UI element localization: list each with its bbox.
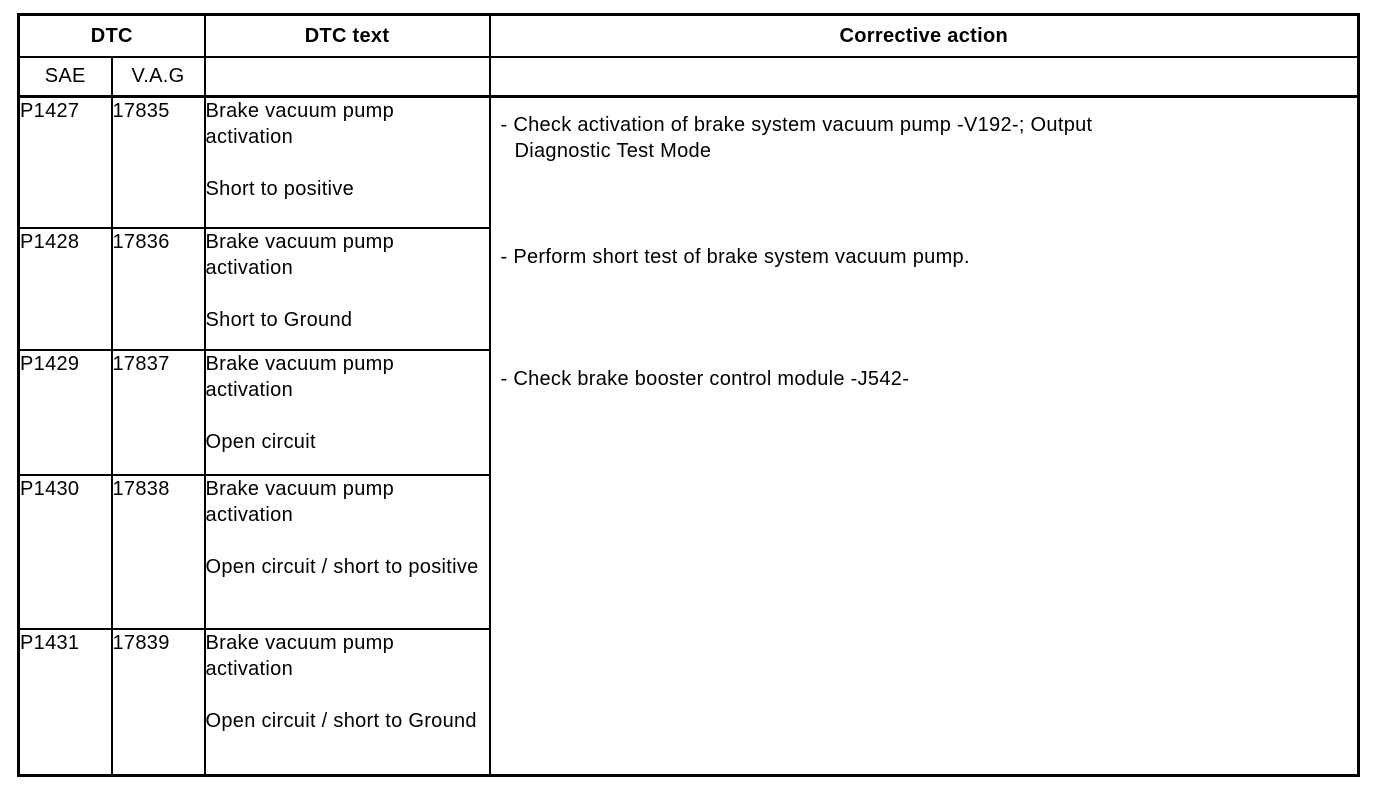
header-dtc-text: DTC text	[203, 13, 491, 58]
subheader-empty-dtc-text	[203, 55, 491, 98]
corrective-action-item: - Perform short test of brake system vac…	[500, 246, 970, 268]
dtc-text-cell: Brake vacuum pump activation Open circui…	[203, 627, 491, 777]
corrective-action-cell: - Check activation of brake system vacuu…	[488, 95, 1360, 777]
table-row: P1427 17835 Brake vacuum pump activation…	[17, 95, 1360, 777]
subheader-vag: V.A.G	[110, 55, 206, 98]
fault-text: Brake vacuum pump activation	[205, 100, 395, 148]
vag-code-cell: 17839	[110, 627, 206, 777]
dtc-text-cell: Brake vacuum pump activation Short to Gr…	[203, 226, 491, 351]
table-row: P1430 17838 Brake vacuum pump activation…	[17, 473, 1359, 630]
fault-text: Brake vacuum pump activation	[205, 477, 395, 526]
fault-text: Brake vacuum pump activation	[205, 352, 395, 401]
corrective-action-item: - Check brake booster control module -J5…	[500, 368, 910, 390]
table-row: P1428 17836 Brake vacuum pump activation…	[17, 226, 1359, 351]
vag-code-cell: 17838	[110, 473, 206, 630]
qualifier-text: Short to Ground	[205, 308, 353, 331]
fault-text: Brake vacuum pump activation	[205, 631, 395, 680]
qualifier-text: Short to positive	[205, 178, 355, 200]
qualifier-text: Open circuit	[205, 430, 316, 453]
fault-text: Brake vacuum pump activation	[205, 230, 395, 279]
vag-code-cell: 17837	[110, 348, 206, 476]
table-row: P1429 17837 Brake vacuum pump activation…	[17, 348, 1359, 476]
vag-code-cell: 17836	[110, 226, 206, 351]
dtc-text-cell: Brake vacuum pump activation Open circui…	[203, 473, 491, 630]
qualifier-text: Open circuit / short to positive	[205, 555, 479, 578]
vag-code-cell: 17835	[110, 95, 206, 229]
sae-code-cell: P1427	[17, 95, 113, 229]
sae-code-cell: P1431	[17, 627, 113, 777]
qualifier-text: Open circuit / short to Ground	[205, 709, 477, 732]
sae-code-cell: P1430	[17, 473, 113, 630]
table-subheader-row: SAE V.A.G	[17, 55, 1360, 98]
table-header-row: DTC DTC text Corrective action	[17, 13, 1360, 58]
header-corrective-action: Corrective action	[488, 13, 1360, 58]
subheader-empty-corrective	[488, 55, 1360, 98]
corrective-action-item: - Check activation of brake system vacuu…	[500, 114, 1093, 162]
dtc-table: DTC DTC text Corrective action SAE V.A.G…	[17, 13, 1361, 777]
header-dtc: DTC	[17, 13, 206, 58]
subheader-sae: SAE	[17, 55, 113, 98]
table-row: P1431 17839 Brake vacuum pump activation…	[17, 627, 1359, 777]
dtc-text-cell: Brake vacuum pump activation Open circui…	[203, 348, 491, 476]
sae-code-cell: P1429	[17, 348, 113, 476]
sae-code-cell: P1428	[17, 226, 113, 351]
dtc-text-cell: Brake vacuum pump activation Short to po…	[203, 95, 491, 229]
